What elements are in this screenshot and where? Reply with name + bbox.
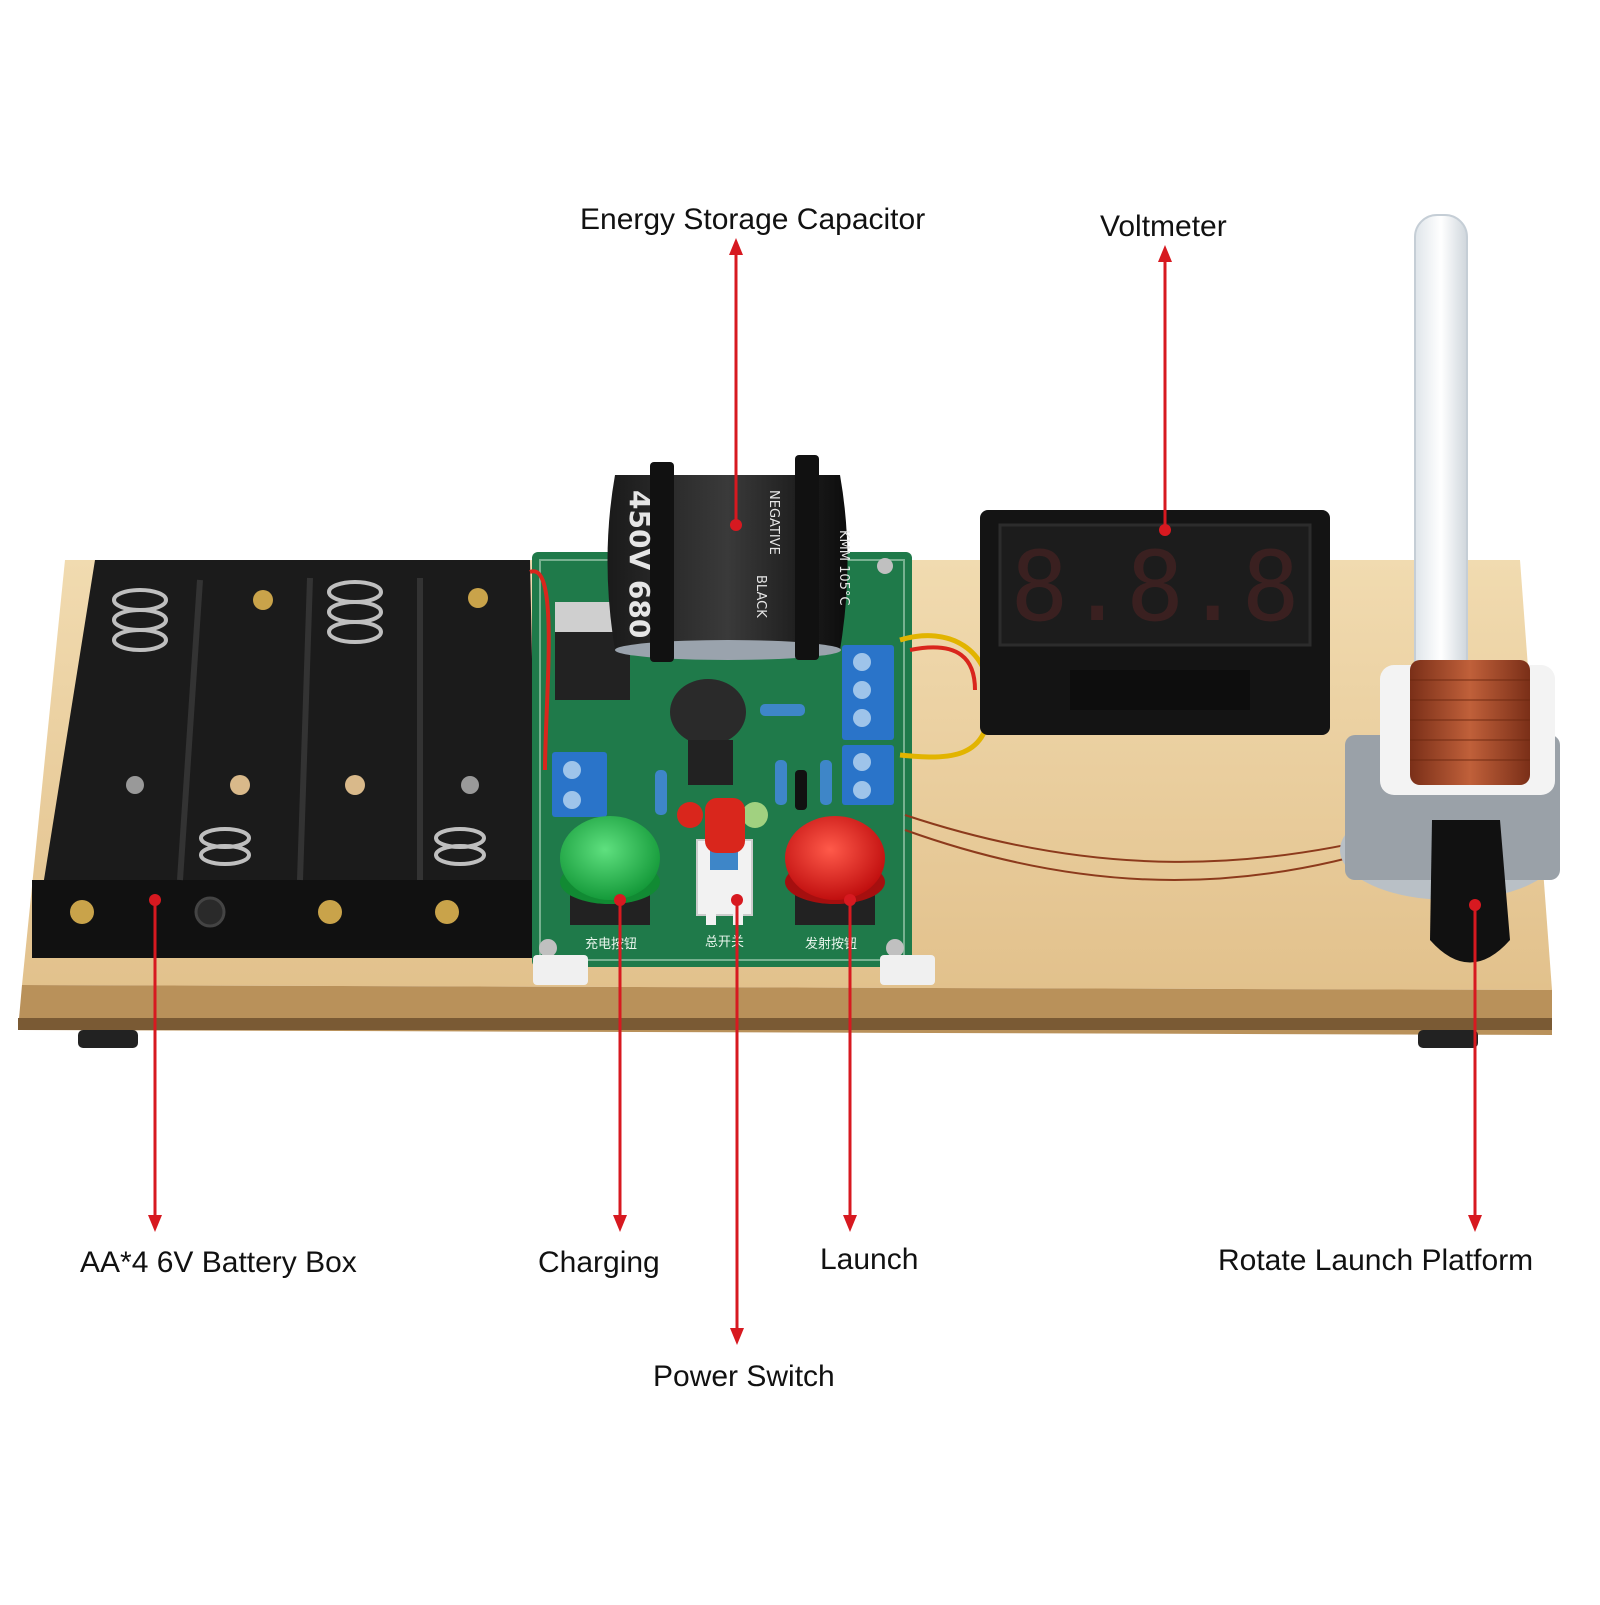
launch-button [785,816,885,925]
label-energy-storage-capacitor: Energy Storage Capacitor [580,203,926,236]
label-voltmeter: Voltmeter [1100,210,1227,243]
voltmeter-display: 8.8.8 [1011,531,1300,643]
label-charging: Charging [538,1246,660,1279]
capacitor-marking-left: 450V 680 [623,490,656,638]
battery-box [32,560,538,958]
charge-button [560,816,660,925]
board-label-power: 总开关 [705,935,744,950]
board-label-charge: 充电按钮 [585,936,637,952]
battery-spring-icon [112,580,486,866]
voltmeter: 8.8.8 [980,510,1330,735]
label-battery-box: AA*4 6V Battery Box [80,1246,357,1279]
label-rotate-launch-platform: Rotate Launch Platform [1218,1244,1534,1277]
label-launch: Launch [820,1243,919,1276]
energy-storage-capacitor: 450V 680 NEGATIVE BLACK KMM 105°C [607,455,851,662]
terminal-block-icon [552,645,894,817]
board-label-launch: 发射按钮 [805,936,857,952]
pointer-lines [148,238,1482,1345]
capacitor-marking-negative: NEGATIVE [766,490,781,555]
rotate-launch-platform [1340,214,1560,963]
label-power-switch: Power Switch [653,1360,835,1393]
capacitor-marking-black: BLACK [753,575,768,618]
launch-tube [1414,214,1468,686]
coil-icon [1410,660,1530,785]
capacitor-marking-brand: KMM 105°C [836,530,851,605]
power-switch [696,798,753,925]
